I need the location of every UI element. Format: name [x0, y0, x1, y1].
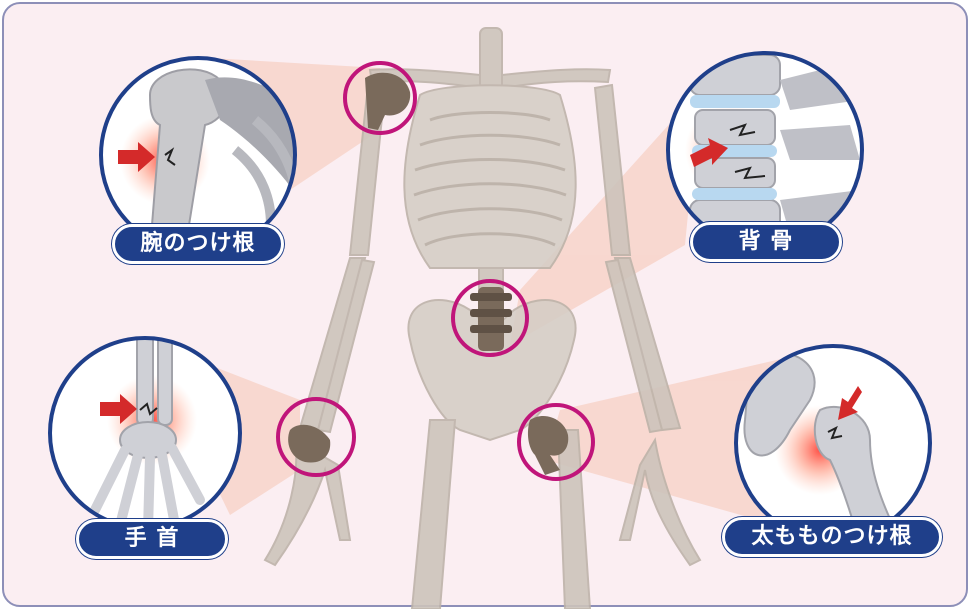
- spine-callout: [668, 53, 862, 247]
- highlight-spine-segments: [470, 293, 512, 333]
- spine-label: 背 骨: [690, 222, 842, 262]
- left-femur: [412, 420, 455, 609]
- right-clavicle: [502, 69, 610, 88]
- hip-label: 太もものつけ根: [722, 517, 942, 557]
- wrist-callout: [50, 330, 240, 530]
- vertebral-processes: [780, 60, 860, 235]
- wrist-label: 手 首: [76, 519, 228, 559]
- shoulder-label: 腕のつけ根: [112, 224, 284, 264]
